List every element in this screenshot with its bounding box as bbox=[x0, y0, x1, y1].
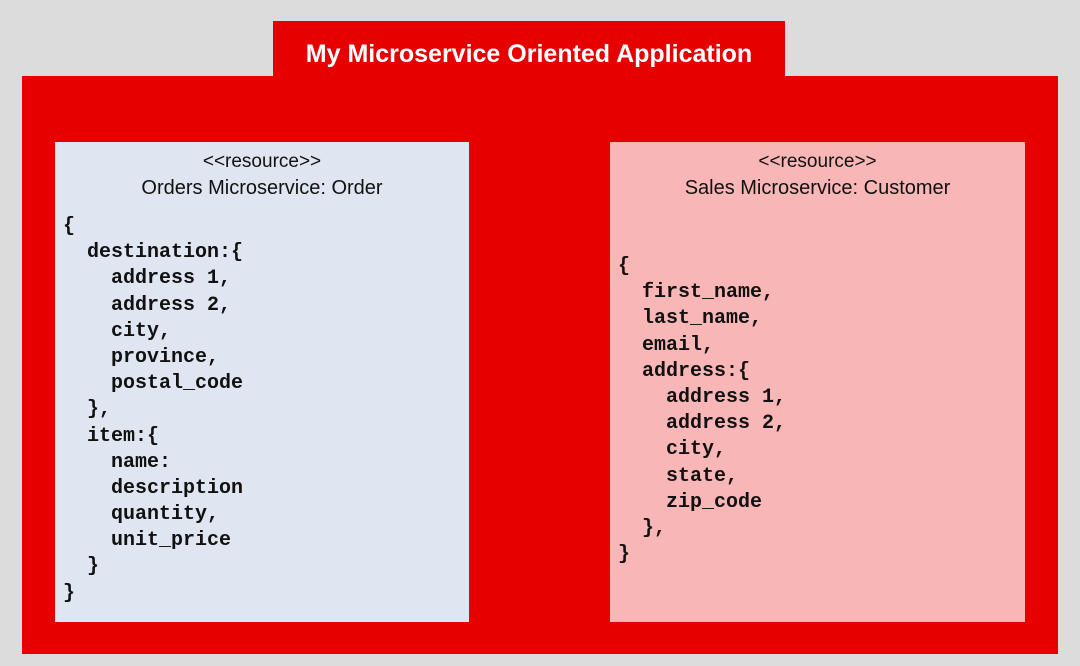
code-line: address 1, bbox=[618, 385, 787, 409]
code-line: } bbox=[63, 581, 76, 605]
code-line: first_name, bbox=[618, 281, 775, 305]
code-line: last_name, bbox=[618, 307, 763, 331]
code-line: postal_code bbox=[63, 372, 244, 396]
code-line: { bbox=[63, 215, 76, 238]
code-line: address 1, bbox=[63, 267, 232, 291]
sales-code-block: { first_name, last_name, email, address:… bbox=[618, 254, 786, 568]
application-title: My Microservice Oriented Application bbox=[305, 39, 753, 68]
orders-stereotype: <<resource>> bbox=[202, 151, 322, 172]
code-line: province, bbox=[63, 345, 220, 369]
code-line: email, bbox=[618, 333, 715, 357]
application-title-tab: My Microservice Oriented Application bbox=[273, 21, 785, 79]
code-line: }, bbox=[63, 398, 112, 422]
code-line: quantity, bbox=[63, 503, 220, 527]
orders-resource-box: <<resource>> Orders Microservice: Order … bbox=[55, 142, 469, 622]
code-line: city, bbox=[618, 438, 727, 462]
sales-stereotype: <<resource>> bbox=[758, 151, 877, 172]
code-line: { bbox=[618, 255, 631, 278]
orders-resource-title: Orders Microservice: Order bbox=[141, 177, 383, 199]
code-line: name: bbox=[63, 450, 172, 474]
code-line: } bbox=[63, 555, 100, 579]
code-line: }, bbox=[618, 516, 667, 540]
sales-resource-title: Sales Microservice: Customer bbox=[684, 177, 951, 199]
code-line: description bbox=[63, 476, 244, 500]
code-line: address 2, bbox=[63, 293, 232, 317]
sales-resource-box: <<resource>> Sales Microservice: Custome… bbox=[610, 142, 1025, 622]
orders-code-block: { destination:{ address 1, address 2, ci… bbox=[63, 214, 243, 607]
code-line: address:{ bbox=[618, 359, 751, 383]
code-line: city, bbox=[63, 319, 172, 343]
code-line: destination:{ bbox=[63, 241, 244, 265]
code-line: item:{ bbox=[63, 424, 160, 448]
code-line: address 2, bbox=[618, 412, 787, 436]
code-line: } bbox=[618, 543, 631, 567]
code-line: unit_price bbox=[63, 529, 232, 553]
code-line: state, bbox=[618, 464, 739, 488]
code-line: zip_code bbox=[618, 490, 763, 514]
